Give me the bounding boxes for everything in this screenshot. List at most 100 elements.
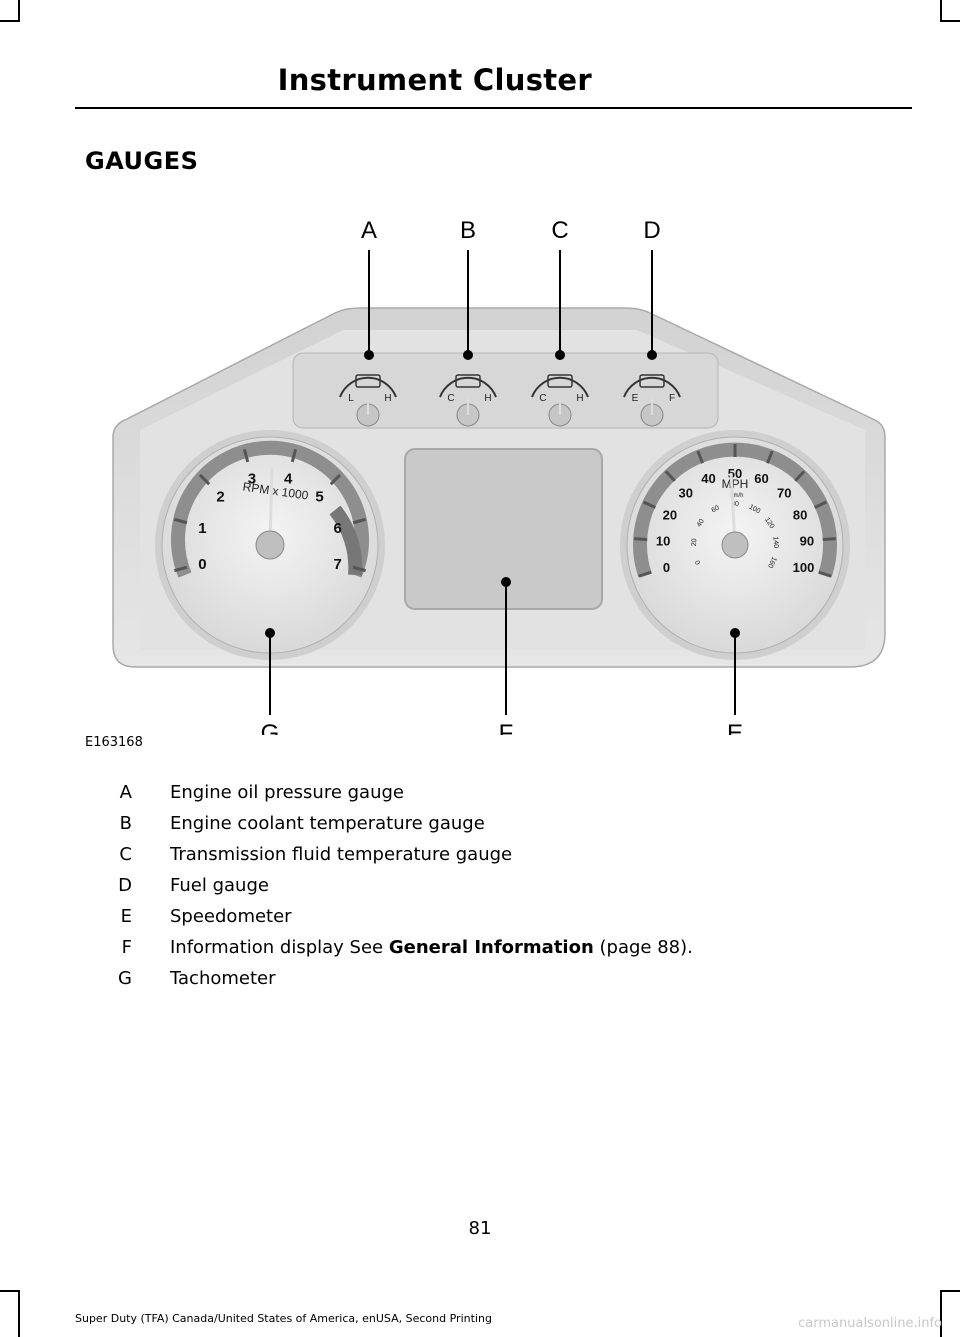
speedometer-mph-label: 80 (793, 507, 807, 522)
speedometer-mph-label: 10 (656, 533, 670, 548)
callout-dot (364, 350, 374, 360)
small-gauges-panel (292, 352, 719, 429)
crop-mark (18, 0, 20, 22)
callout-dot (463, 350, 473, 360)
speedometer-tick (822, 537, 836, 541)
callout-label: D (643, 217, 660, 244)
legend-description: Information display See General Informat… (170, 937, 693, 958)
tachometer-tick (352, 517, 367, 525)
tachometer-tick-label: 5 (315, 489, 323, 506)
speedometer-kmh-label: 0 (694, 559, 702, 566)
small-gauge-high-label: H (484, 393, 491, 404)
small-gauge-low-label: L (348, 393, 354, 404)
legend-key: C (119, 844, 132, 865)
fuel-pump-icon (639, 374, 665, 388)
small-gauge-high-label: H (384, 393, 391, 404)
speedometer-kmh-label: 60 (710, 505, 720, 515)
tachometer-tick (329, 473, 342, 486)
tachometer-tick-label: 0 (198, 556, 206, 573)
cross-reference-link[interactable]: General Information (388, 937, 594, 958)
tachometer-tick-label: 1 (198, 520, 206, 537)
callout-dot (265, 628, 275, 638)
legend-description: Transmission fluid temperature gauge (170, 844, 513, 865)
cross-reference-page: (page 88). (593, 937, 693, 958)
legend-key: A (119, 782, 132, 803)
speedometer-mph-label: 40 (701, 471, 715, 486)
speedometer-unit-label: MPH (722, 477, 749, 491)
tachometer-tick-label: 4 (284, 470, 293, 487)
speedometer-tick (794, 470, 806, 482)
legend-description: Fuel gauge (170, 875, 269, 896)
speedometer-mph-label: 20 (663, 507, 677, 522)
speedometer-kmh-label: 80 (731, 501, 739, 508)
tachometer-tick (290, 448, 298, 463)
callout-label: F (499, 720, 514, 735)
small-gauge-low-label: E (632, 393, 639, 404)
callout-dot (647, 350, 657, 360)
crop-mark (940, 1290, 960, 1292)
speedometer-mph-label: 0 (663, 560, 670, 575)
tachometer-hub (255, 530, 285, 560)
legend-description: Speedometer (170, 906, 292, 927)
crop-mark (18, 1290, 20, 1337)
section-heading: GAUGES (85, 147, 199, 175)
crop-mark (0, 1290, 20, 1292)
speedometer-sub-unit-label: km/h (730, 493, 743, 499)
callout-label: B (460, 217, 476, 244)
legend-description: Tachometer (170, 968, 276, 989)
speedometer-kmh-label: 20 (691, 538, 699, 546)
legend-description: Engine coolant temperature gauge (170, 813, 485, 834)
speedometer-tick (696, 450, 704, 464)
speedometer-hub (721, 531, 749, 559)
callout-dot (501, 577, 511, 587)
callout-label: A (361, 217, 377, 244)
tachometer-tick (173, 565, 188, 573)
small-gauge-low-label: C (447, 393, 454, 404)
page-header: Instrument Cluster (75, 55, 912, 109)
callout-dot (730, 628, 740, 638)
callout-dot (555, 350, 565, 360)
small-gauge-low-label: C (539, 393, 546, 404)
speedometer-mph-label: 100 (793, 560, 815, 575)
crop-mark (940, 20, 960, 22)
figure-id: E163168 (85, 735, 143, 750)
transmission-temp-icon (547, 374, 573, 388)
tachometer-tick (198, 473, 211, 486)
information-display (404, 448, 603, 610)
legend-key: D (118, 875, 132, 896)
crop-mark (940, 1290, 942, 1337)
callout-label: G (261, 720, 280, 735)
legend-description: Engine oil pressure gauge (170, 782, 404, 803)
legend-key: E (120, 906, 132, 927)
tachometer-tick-label: 6 (333, 520, 341, 537)
tachometer-tick-label: 7 (333, 556, 341, 573)
page-title: Instrument Cluster (277, 63, 592, 97)
tachometer-tick (242, 448, 250, 463)
legend-key: F (121, 937, 132, 958)
site-watermark: carmanualsonline.info (798, 1316, 942, 1331)
legend-key: B (119, 813, 132, 834)
speedometer-kmh-label: 100 (748, 504, 762, 516)
crop-mark (0, 20, 20, 22)
small-gauge-high-label: H (576, 393, 583, 404)
tachometer-tick-label: 3 (248, 470, 256, 487)
tachometer-tick-label: 2 (216, 489, 224, 506)
speedometer-tick (634, 537, 648, 541)
speedometer-kmh-label: 40 (696, 518, 706, 528)
legend-key: G (118, 968, 132, 989)
oil-can-icon (355, 374, 381, 388)
page-number: 81 (468, 1218, 492, 1239)
speedometer-tick (664, 470, 676, 482)
speedometer-kmh-label: 160 (766, 555, 777, 569)
tachometer-tick (173, 517, 188, 525)
speedometer-mph-label: 60 (754, 471, 768, 486)
speedometer-mph-label: 70 (777, 486, 791, 501)
callout-label: C (551, 217, 568, 244)
thermometer-icon (455, 374, 481, 388)
